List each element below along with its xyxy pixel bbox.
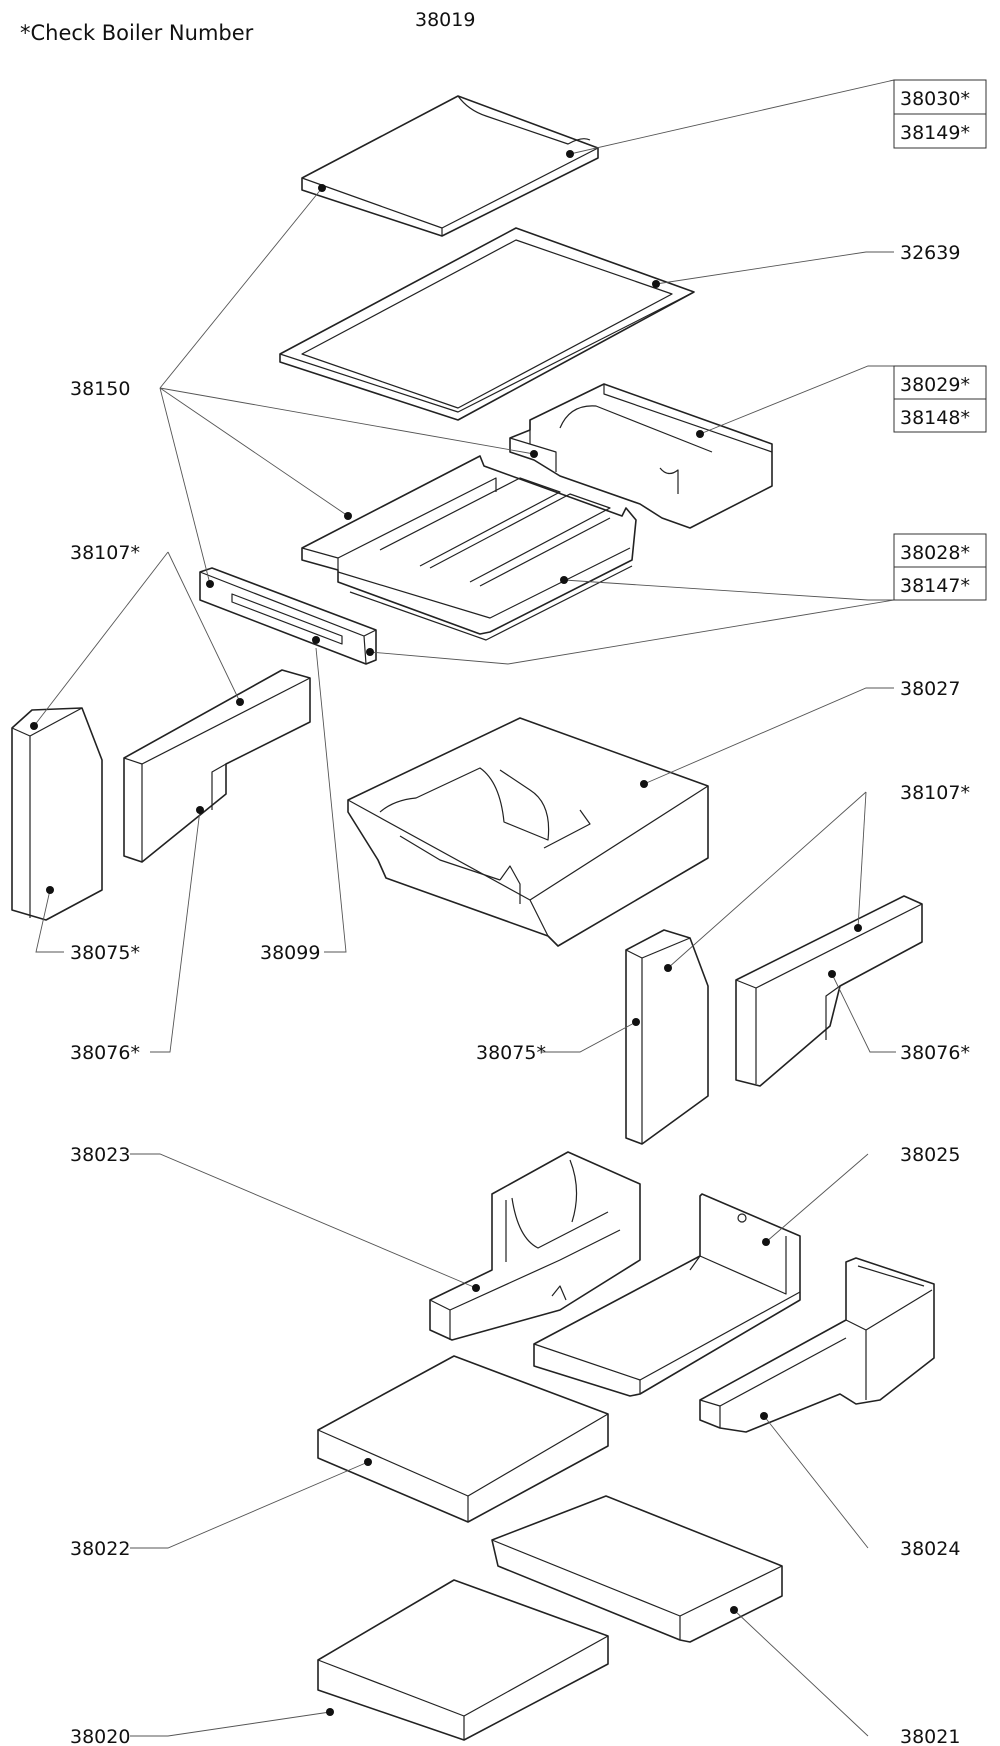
part-hearth-middle [533,1193,801,1397]
part-side-brick-left [11,707,103,921]
part-air-bar [199,567,377,665]
check-boiler-note: *Check Boiler Number [20,21,254,45]
part-labels: 38030* 38149* 32639 38029* 38148* 38150 … [70,88,970,1746]
part-side-brick-right-2 [735,895,923,1087]
label-32639: 32639 [900,242,960,264]
label-38107-left: 38107* [70,542,140,564]
label-38028: 38028* [900,542,970,564]
part-top-plate [301,95,599,237]
assembly-number: 38019 [415,9,475,31]
label-38076-left: 38076* [70,1042,140,1064]
part-gasket-frame [279,227,695,421]
label-38020: 38020 [70,1726,130,1746]
label-38099: 38099 [260,942,320,964]
label-38148: 38148* [900,407,970,429]
label-38021: 38021 [900,1726,960,1746]
label-38075-left: 38075* [70,942,140,964]
part-hearth-left [429,1151,641,1341]
part-base-plate-38021 [491,1495,783,1643]
part-baffle [509,383,773,529]
label-38149: 38149* [900,122,970,144]
part-side-brick-right [625,929,709,1145]
label-38030: 38030* [900,88,970,110]
label-38027: 38027 [900,678,960,700]
label-38150: 38150 [70,378,130,400]
part-base-plate-38020 [317,1579,609,1741]
label-38076-right: 38076* [900,1042,970,1064]
label-38029: 38029* [900,374,970,396]
label-38075-right: 38075* [476,1042,546,1064]
label-38147: 38147* [900,575,970,597]
leader-lines [33,79,896,1737]
part-side-brick-left-2 [123,669,311,863]
part-burner-block [347,717,709,947]
part-hearth-right [699,1257,935,1433]
part-base-plate-38022 [317,1355,609,1523]
label-38107-right: 38107* [900,782,970,804]
leader-dots [30,150,862,1716]
label-38025: 38025 [900,1144,960,1166]
label-boxes [893,79,987,601]
label-38023: 38023 [70,1144,130,1166]
label-38024: 38024 [900,1538,960,1560]
part-grate-frame [301,455,637,641]
label-38022: 38022 [70,1538,130,1560]
